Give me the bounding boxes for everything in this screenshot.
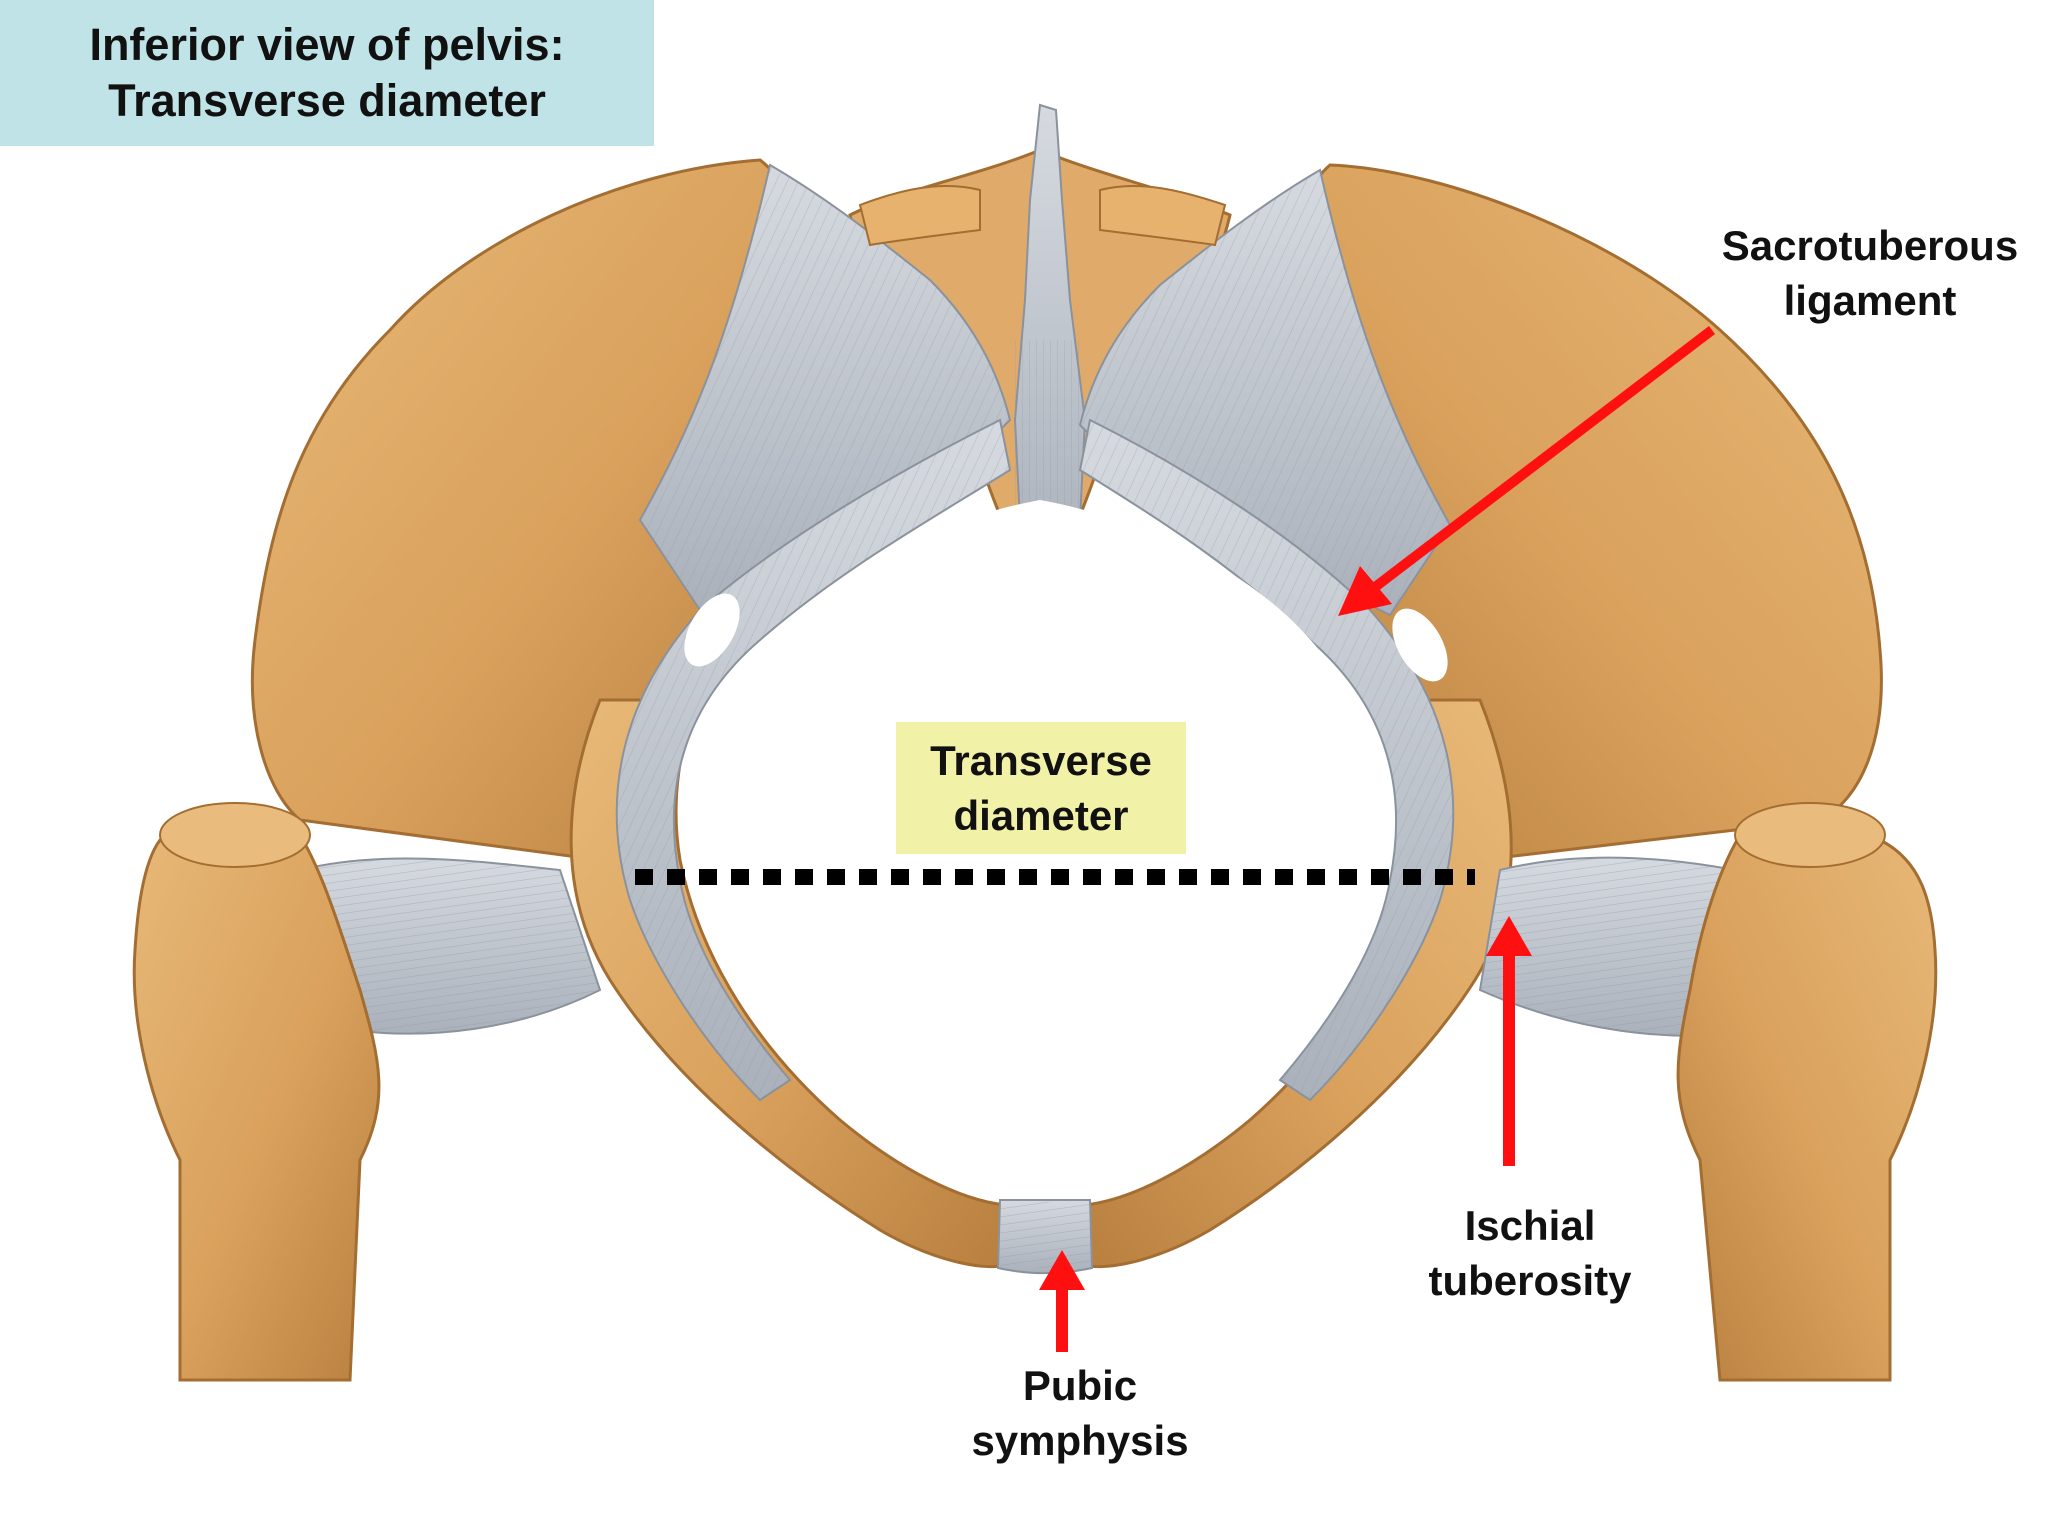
title-line-1: Inferior view of pelvis: — [89, 19, 565, 70]
pubic-label-line-1: Pubic — [1022, 1362, 1138, 1409]
vertebra-processes — [858, 185, 1227, 247]
ischial-tuberosity-label: Ischial tuberosity — [1400, 1198, 1660, 1308]
pubic-arrow — [1039, 1250, 1085, 1352]
ischial-label-line-2: tuberosity — [1428, 1257, 1632, 1304]
transverse-label-line-2: diameter — [953, 792, 1129, 839]
sacrotuberous-label-line-2: ligament — [1783, 277, 1957, 324]
ischial-label-line-1: Ischial — [1464, 1202, 1596, 1249]
sacrotuberous-ligament-label: Sacrotuberous ligament — [1700, 218, 2040, 328]
sacrotuberous-label-line-1: Sacrotuberous — [1721, 222, 2019, 269]
pubic-symphysis-label: Pubic symphysis — [940, 1358, 1220, 1468]
right-femur — [1676, 812, 1938, 1382]
transverse-label-line-1: Transverse — [930, 737, 1152, 784]
pubic-label-line-2: symphysis — [971, 1417, 1189, 1464]
title-box: Inferior view of pelvis: Transverse diam… — [0, 0, 654, 146]
ischial-arrow — [1486, 916, 1532, 1166]
sacrotuberous-arrow — [1338, 326, 1716, 616]
title-line-2: Transverse diameter — [108, 75, 546, 126]
transverse-diameter-label: Transverse diameter — [896, 722, 1186, 854]
